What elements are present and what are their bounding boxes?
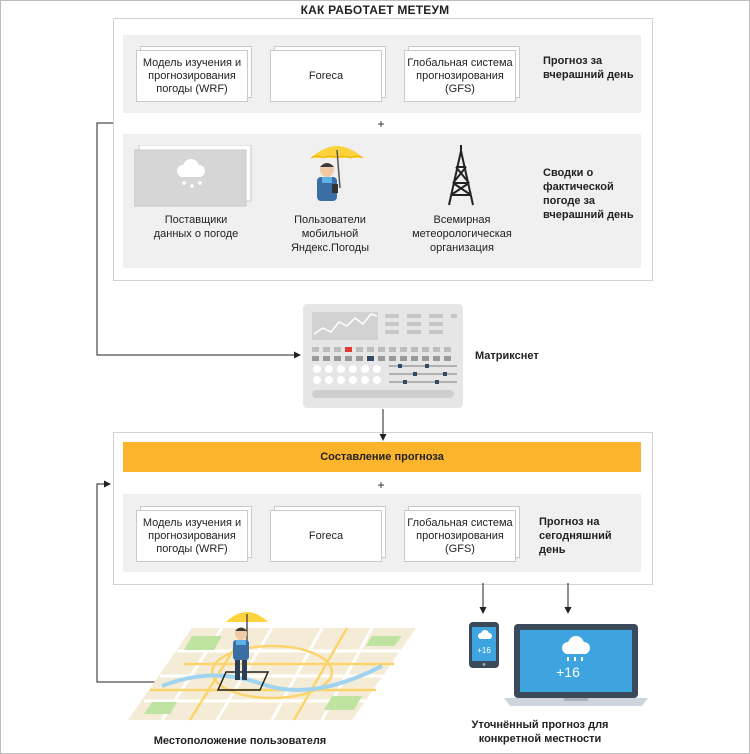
weather-providers-icon: [133, 144, 252, 207]
umbrella-user-icon: [305, 140, 369, 210]
model-card-foreca: Foreca: [270, 510, 382, 562]
diagram-title: КАК РАБОТАЕТ МЕТЕУМ: [300, 3, 450, 17]
model-card-gfs: Глобальная система прогнозирования (GFS): [404, 510, 516, 562]
model-card-label: Foreca: [308, 529, 344, 542]
city-map: [122, 606, 418, 722]
phone-temperature: +16: [477, 646, 491, 655]
laptop-device: [504, 624, 648, 706]
user-location-label: Местоположение пользователя: [153, 735, 327, 747]
model-card-label: Глобальная система прогнозирования (GFS): [407, 56, 513, 95]
actual-weather-label: Сводки о фактической погоде за вчерашний…: [543, 167, 634, 221]
phone-device: [469, 622, 499, 668]
plus-sign: +: [377, 117, 385, 131]
wmo-caption: Всемирная метеорологическая организация: [412, 214, 512, 254]
umbrella-user-icon: [222, 606, 272, 686]
plus-sign: +: [377, 478, 385, 492]
forecast-composition-bar: Составление прогноза: [123, 442, 641, 472]
matrixnet-label: Матрикснет: [475, 350, 539, 362]
model-card-label: Модель изучения и прогнозирования погоды…: [142, 56, 242, 95]
model-card-label: Глобальная система прогнозирования (GFS): [407, 516, 513, 555]
matrixnet-machine: [303, 304, 463, 408]
yesterday-forecast-label: Прогноз за вчерашний день: [543, 55, 634, 81]
radio-tower-icon: [445, 145, 477, 207]
model-card-wrf: Модель изучения и прогнозирования погоды…: [136, 510, 248, 562]
providers-caption: Поставщики данных о погоде: [153, 214, 239, 240]
mobile-users-caption: Пользователи мобильной Яндекс.Погоды: [290, 214, 370, 254]
model-card-gfs: Глобальная система прогнозирования (GFS): [404, 50, 516, 102]
model-card-label: Модель изучения и прогнозирования погоды…: [142, 516, 242, 555]
model-card-label: Foreca: [308, 69, 344, 82]
laptop-temperature: +16: [556, 664, 580, 680]
refined-forecast-label: Уточнённый прогноз для конкретной местно…: [471, 719, 609, 745]
today-forecast-label: Прогноз на сегодняшний день: [539, 516, 612, 556]
model-card-foreca: Foreca: [270, 50, 382, 102]
model-card-wrf: Модель изучения и прогнозирования погоды…: [136, 50, 248, 102]
